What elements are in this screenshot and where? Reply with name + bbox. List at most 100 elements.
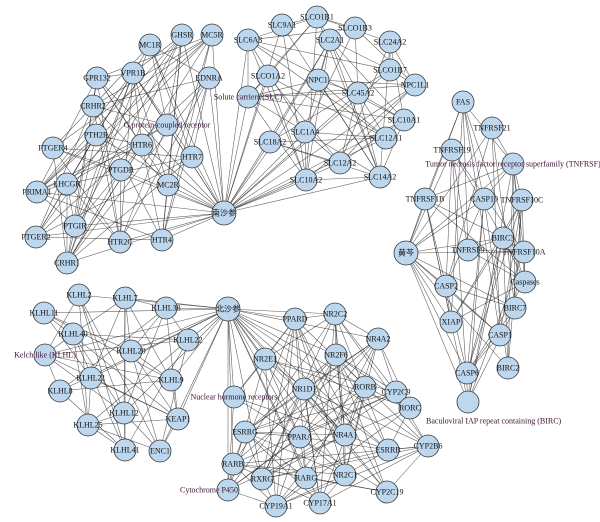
node-rxrg[interactable]: RXRG (250, 467, 274, 491)
node-baculoviral-iap-repeat-containing-birc[interactable] (456, 390, 480, 414)
node-klhl2[interactable]: KLHL2 (66, 283, 92, 307)
node-slc2a1[interactable]: SLC2A1 (316, 28, 344, 52)
node-nr2f6[interactable]: NR2F6 (324, 343, 348, 367)
node-mc1r[interactable]: MC1R (138, 33, 162, 57)
node-slc9a1[interactable]: SLC9A1 (268, 13, 296, 37)
node-klhl9[interactable]: KLHL9 (158, 368, 184, 392)
node-slc10a2[interactable]: SLC10A2 (290, 168, 322, 192)
node-klhl7[interactable]: KLHL7 (112, 286, 138, 310)
node-tnfrsf21[interactable]: TNFRSF21 (473, 116, 511, 140)
node-slc24a2[interactable]: SLC24A2 (374, 30, 406, 54)
node-rarb[interactable]: RARB (221, 452, 245, 476)
node-esrrg[interactable]: ESRRG (232, 420, 258, 444)
node-birc3[interactable]: BIRC3 (491, 226, 515, 250)
node-casp1[interactable]: CASP1 (488, 323, 512, 347)
node-mc5r[interactable]: MC5R (200, 23, 224, 47)
node-hub[interactable]: 北沙参 (215, 296, 241, 322)
node-ghsr[interactable]: GHSR (170, 23, 194, 47)
node-cytochrome-p450[interactable] (216, 478, 240, 502)
node-nr1d1[interactable]: NR1D1 (292, 377, 317, 401)
node-birc2[interactable]: BIRC2 (496, 356, 520, 380)
node-nr2c2[interactable]: NR2C2 (323, 302, 347, 326)
node-ptgir[interactable]: PTGIR (63, 214, 87, 238)
node-klhl41[interactable]: KLHL41 (110, 438, 140, 462)
node-mc2r[interactable]: MC2R (156, 173, 180, 197)
node-casp10[interactable]: CASP10 (470, 187, 498, 211)
node-enc1[interactable]: ENC1 (148, 439, 172, 463)
node-ptger4[interactable]: PTGER4 (38, 136, 68, 160)
node-cyp19a1[interactable]: CYP19A1 (259, 494, 293, 518)
node-casp6[interactable]: CASP6 (455, 361, 479, 385)
node-htr2c[interactable]: HTR2C (107, 230, 133, 254)
node-hub[interactable]: 黄芩 (393, 240, 419, 266)
node-npc1l1[interactable]: NPC1L1 (401, 73, 429, 97)
node-slc10a1[interactable]: SLC10A1 (388, 108, 420, 132)
node-pth2r[interactable]: PTH2R (84, 123, 109, 147)
node-nuclear-hormone-receptors[interactable] (222, 385, 246, 409)
node-slc45a2[interactable]: SLC45A2 (342, 81, 374, 105)
node-ptgdr[interactable]: PTGDR (108, 158, 135, 182)
node-klhl40[interactable]: KLHL40 (58, 322, 88, 346)
node-slc1a4[interactable]: SLC1A4 (291, 120, 319, 144)
node-caspases[interactable]: Caspases (510, 270, 540, 294)
node-slc12a1[interactable]: SLC12A1 (370, 126, 402, 150)
node-crhr1[interactable]: CRHR1 (54, 251, 80, 275)
node-klhl20[interactable]: KLHL20 (116, 339, 146, 363)
node-cyp2c9[interactable]: CYP2C9 (382, 380, 411, 404)
node-slc18a2[interactable]: SLC18A2 (254, 130, 286, 154)
node-cyp17a1[interactable]: CYP17A1 (303, 491, 337, 515)
node-slco1b1[interactable]: SLCO1B1 (300, 5, 334, 29)
node-ednra[interactable]: EDNRA (195, 66, 223, 90)
node-casp2[interactable]: CASP2 (434, 274, 458, 298)
node-prima1[interactable]: PRIMA1 (22, 180, 52, 204)
node-slco1b3[interactable]: SLCO1B3 (338, 16, 372, 40)
node-vpr1b[interactable]: VPR1B (121, 61, 146, 85)
node-nr4a1[interactable]: NR4A1 (333, 423, 358, 447)
node-ptger2[interactable]: PTGER2 (21, 225, 51, 249)
node-tnfrsf9[interactable]: TNFRSF9 (451, 238, 485, 262)
node-slc6a3[interactable]: SLC6A3 (234, 28, 262, 52)
node-lhcgr[interactable]: LHCGR (53, 172, 81, 196)
node-birc7[interactable]: BIRC7 (503, 296, 527, 320)
node-slc12a2[interactable]: SLC12A2 (324, 151, 356, 175)
node-klhl22[interactable]: KLHL22 (173, 328, 203, 352)
node-rorc[interactable]: RORC (398, 396, 422, 420)
node-kelch-like-klhl[interactable] (33, 343, 57, 367)
node-htr7[interactable]: HTR7 (180, 145, 204, 169)
node-klhl11[interactable]: KLHL11 (29, 301, 59, 325)
node-slco1b7[interactable]: SLCO1B7 (373, 58, 407, 82)
node-tnfrsf1b[interactable]: TNFRSF1B (406, 187, 445, 211)
node-htr6[interactable]: HTR6 (130, 133, 154, 157)
node-ppard[interactable]: PPARD (282, 307, 308, 331)
node-gpr132[interactable]: GPR132 (83, 66, 111, 90)
node-slco1a2[interactable]: SLCO1A2 (251, 64, 285, 88)
node-rorb[interactable]: RORB (353, 375, 377, 399)
node-klhl21[interactable]: KLHL21 (76, 366, 106, 390)
node-hub[interactable]: 南沙参 (211, 200, 237, 226)
node-htr4[interactable]: HTR4 (150, 228, 174, 252)
node-solute-carriers-slc[interactable] (236, 85, 260, 109)
node-g-protein-coupled-receptor[interactable] (155, 113, 179, 137)
node-tnfrsf19[interactable]: TNFRSF19 (433, 138, 471, 162)
node-nr2e1[interactable]: NR2E1 (253, 347, 277, 371)
node-esrrb[interactable]: ESRRB (375, 438, 401, 462)
node-tnfrsf10c[interactable]: TNFRSF10C (501, 188, 544, 212)
node-cyp2b6[interactable]: CYP2B6 (414, 434, 443, 458)
node-klhl12[interactable]: KLHL12 (109, 401, 139, 425)
node-crhr2[interactable]: CRHR2 (80, 94, 106, 118)
node-klhl38[interactable]: KLHL38 (151, 296, 181, 320)
node-klhl8[interactable]: KLHL8 (47, 379, 73, 403)
node-ppara[interactable]: PPARA (287, 425, 313, 449)
node-tnfrsf10a[interactable]: TNFRSF10A (502, 240, 546, 264)
node-tumor-necrosis-factor-receptor-superfamily-tnfrsf[interactable] (501, 152, 525, 176)
node-nr4a2[interactable]: NR4A2 (366, 327, 391, 351)
node-fas[interactable]: FAS (451, 90, 475, 114)
node-slc14a2[interactable]: SLC14A2 (364, 165, 396, 189)
node-nr2c1[interactable]: NR2C1 (333, 463, 357, 487)
node-xiap[interactable]: XIAP (439, 310, 463, 334)
node-cyp2c19[interactable]: CYP2C19 (371, 480, 404, 504)
node-npc1[interactable]: NPC1 (306, 68, 330, 92)
node-klhl25[interactable]: KLHL25 (73, 413, 103, 437)
node-rarg[interactable]: RARG (294, 466, 318, 490)
node-keap1[interactable]: KEAP1 (166, 407, 191, 431)
